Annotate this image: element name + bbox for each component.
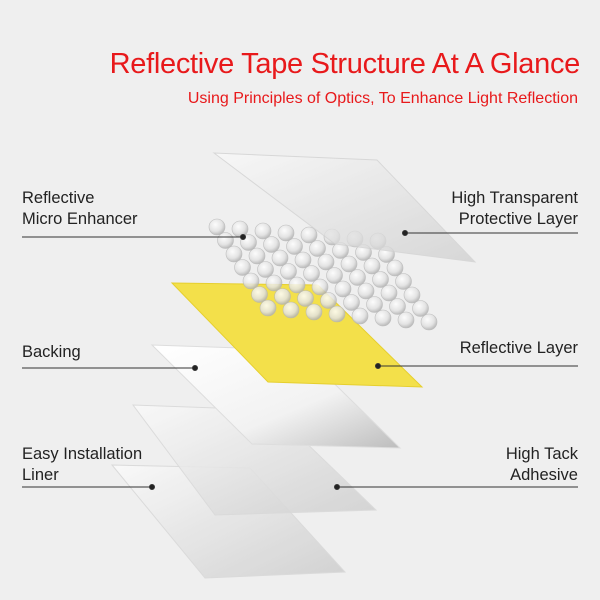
- label-line: Liner: [22, 466, 59, 484]
- micro-bead: [334, 280, 352, 298]
- label-line: Reflective: [22, 189, 95, 207]
- label-backing: Backing: [22, 343, 81, 361]
- label-line: Protective Layer: [458, 210, 578, 228]
- micro-bead: [257, 261, 274, 278]
- label-adhesive: High Tack Adhesive: [506, 444, 578, 486]
- micro-bead: [389, 298, 406, 315]
- page-subtitle: Using Principles of Optics, To Enhance L…: [187, 90, 578, 107]
- micro-bead: [374, 309, 392, 327]
- micro-bead: [366, 296, 383, 313]
- label-line: Easy Installation: [22, 445, 143, 463]
- micro-bead: [380, 284, 398, 302]
- micro-bead: [286, 238, 303, 255]
- micro-bead: [420, 313, 438, 331]
- micro-bead: [311, 278, 329, 296]
- label-protective-layer: High Transparent Protective Layer: [451, 188, 578, 230]
- micro-bead: [217, 232, 234, 249]
- micro-bead: [288, 276, 306, 294]
- micro-bead: [317, 253, 335, 271]
- micro-bead: [259, 299, 277, 317]
- micro-bead: [263, 236, 280, 253]
- micro-bead: [271, 249, 289, 267]
- label-line: High Transparent: [451, 189, 578, 207]
- micro-bead: [386, 259, 404, 277]
- micro-bead: [357, 282, 375, 300]
- micro-bead: [340, 255, 358, 273]
- micro-bead: [251, 286, 268, 303]
- micro-bead: [328, 305, 346, 323]
- micro-bead: [395, 273, 412, 290]
- micro-bead: [326, 267, 343, 284]
- micro-bead: [303, 265, 320, 282]
- micro-bead: [297, 290, 314, 307]
- micro-bead: [351, 307, 369, 325]
- micro-bead: [242, 272, 260, 290]
- micro-bead: [343, 294, 360, 311]
- micro-bead: [349, 269, 366, 286]
- leader-lines: [22, 230, 578, 490]
- micro-bead: [320, 292, 337, 309]
- micro-bead: [282, 301, 300, 319]
- label-line: High Tack: [505, 445, 578, 463]
- label-line: Adhesive: [510, 466, 578, 484]
- micro-bead: [280, 263, 297, 280]
- micro-bead: [208, 218, 226, 236]
- label-micro-enhancer: Reflective Micro Enhancer: [22, 188, 138, 230]
- micro-bead: [277, 224, 295, 242]
- micro-bead: [412, 300, 429, 317]
- micro-bead: [309, 240, 326, 257]
- micro-bead: [403, 286, 421, 304]
- micro-bead: [254, 222, 272, 240]
- label-liner: Easy Installation Liner: [22, 444, 142, 486]
- micro-bead: [363, 257, 381, 275]
- micro-bead: [265, 274, 283, 292]
- micro-bead: [248, 247, 266, 265]
- label-line: Micro Enhancer: [22, 210, 138, 228]
- micro-bead: [234, 259, 251, 276]
- micro-bead: [225, 245, 243, 263]
- label-reflective-layer: Reflective Layer: [459, 339, 578, 357]
- page-title: Reflective Tape Structure At A Glance: [109, 48, 581, 80]
- micro-bead: [294, 251, 312, 269]
- protective-layer-sheet: [212, 152, 477, 263]
- micro-bead: [372, 271, 389, 288]
- micro-bead: [274, 288, 291, 305]
- micro-bead: [231, 220, 249, 238]
- micro-bead: [397, 311, 415, 329]
- micro-bead: [305, 303, 323, 321]
- micro-bead: [300, 226, 318, 244]
